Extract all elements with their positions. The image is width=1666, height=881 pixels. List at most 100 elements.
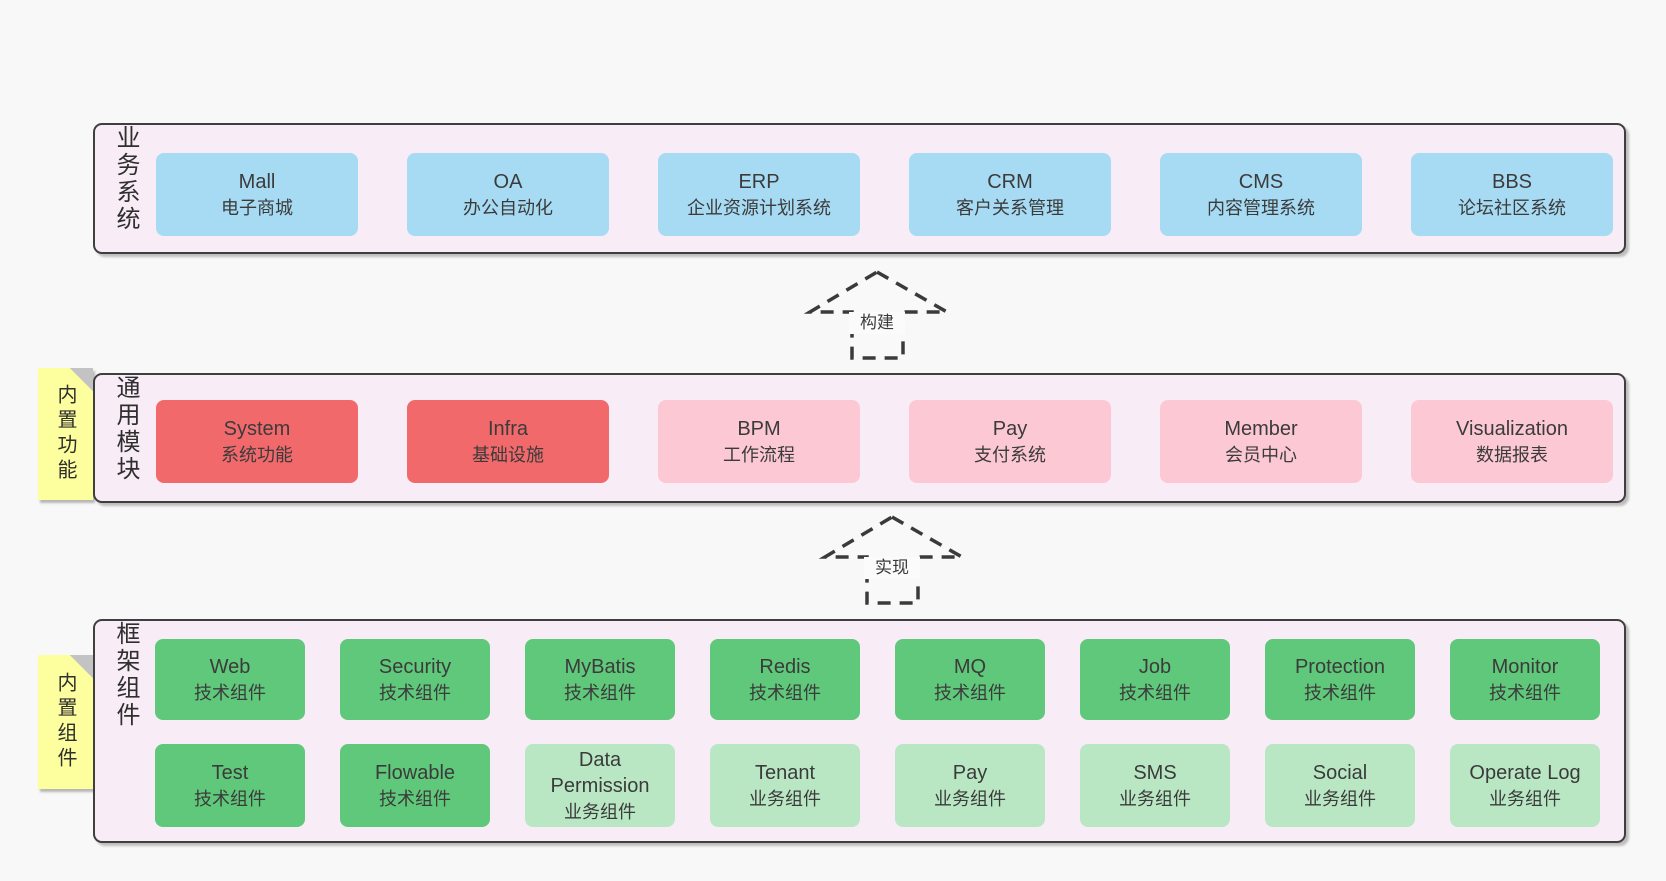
box-subtitle: 业务组件 bbox=[749, 788, 821, 809]
box-subtitle: 会员中心 bbox=[1225, 444, 1297, 465]
box-subtitle: 系统功能 bbox=[221, 444, 293, 465]
box-title: SMS bbox=[1133, 761, 1177, 784]
box-member: Member 会员中心 bbox=[1160, 400, 1362, 483]
box-title: Job bbox=[1138, 655, 1172, 678]
common-modules-row: System 系统功能 Infra 基础设施 BPM 工作流程 Pay 支付系统… bbox=[156, 400, 1613, 483]
box-subtitle: 论坛社区系统 bbox=[1458, 197, 1566, 218]
box-infra: Infra 基础设施 bbox=[407, 400, 609, 483]
box-subtitle: 支付系统 bbox=[974, 444, 1046, 465]
box-cms: CMS 内容管理系统 bbox=[1160, 153, 1362, 236]
box-monitor: Monitor 技术组件 bbox=[1450, 639, 1600, 720]
box-subtitle: 技术组件 bbox=[1119, 682, 1191, 703]
box-title: Visualization bbox=[1456, 417, 1568, 440]
sticky-note-label: 内置功能 bbox=[54, 384, 76, 484]
box-title: Pay bbox=[992, 417, 1028, 440]
box-subtitle: 电子商城 bbox=[221, 197, 293, 218]
box-protection: Protection 技术组件 bbox=[1265, 639, 1415, 720]
box-flowable: Flowable 技术组件 bbox=[340, 744, 490, 827]
box-title: Member bbox=[1224, 417, 1298, 440]
framework-components-row-1: Web 技术组件 Security 技术组件 MyBatis 技术组件 Redi… bbox=[155, 639, 1600, 720]
section-common-modules: 通用模块 System 系统功能 Infra 基础设施 BPM 工作流程 Pay… bbox=[93, 373, 1626, 503]
box-bpm: BPM 工作流程 bbox=[658, 400, 860, 483]
box-title: System bbox=[223, 417, 291, 440]
box-subtitle: 业务组件 bbox=[1489, 788, 1561, 809]
box-pay-component: Pay 业务组件 bbox=[895, 744, 1045, 827]
box-title: Security bbox=[378, 655, 452, 678]
sticky-note-built-in-features: 内置功能 bbox=[38, 368, 93, 500]
box-system: System 系统功能 bbox=[156, 400, 358, 483]
box-title: Web bbox=[209, 655, 251, 678]
box-subtitle: 技术组件 bbox=[194, 788, 266, 809]
box-test: Test 技术组件 bbox=[155, 744, 305, 827]
box-subtitle: 技术组件 bbox=[1304, 682, 1376, 703]
box-title: Mall bbox=[238, 170, 276, 193]
box-subtitle: 数据报表 bbox=[1476, 444, 1548, 465]
box-title: ERP bbox=[738, 170, 780, 193]
box-erp: ERP 企业资源计划系统 bbox=[658, 153, 860, 236]
box-subtitle: 业务组件 bbox=[934, 788, 1006, 809]
section-business-systems: 业务系统 Mall 电子商城 OA 办公自动化 ERP 企业资源计划系统 CRM… bbox=[93, 123, 1626, 254]
box-subtitle: 客户关系管理 bbox=[956, 197, 1064, 218]
box-title: Social bbox=[1312, 761, 1368, 784]
implement-arrow-label: 实现 bbox=[864, 557, 920, 579]
box-title: MyBatis bbox=[564, 655, 636, 678]
section-label-business-systems: 业务系统 bbox=[112, 125, 139, 233]
box-title: Protection bbox=[1294, 655, 1386, 678]
box-title: Operate Log bbox=[1469, 761, 1581, 784]
box-data-permission: Data Permission 业务组件 bbox=[525, 744, 675, 827]
box-subtitle: 内容管理系统 bbox=[1207, 197, 1315, 218]
box-mybatis: MyBatis 技术组件 bbox=[525, 639, 675, 720]
sticky-note-built-in-components: 内置组件 bbox=[38, 655, 93, 789]
build-arrow-label: 构建 bbox=[849, 312, 905, 334]
box-subtitle: 技术组件 bbox=[379, 788, 451, 809]
box-subtitle: 业务组件 bbox=[1304, 788, 1376, 809]
box-title: Redis bbox=[759, 655, 811, 678]
box-subtitle: 技术组件 bbox=[934, 682, 1006, 703]
box-oa: OA 办公自动化 bbox=[407, 153, 609, 236]
framework-components-row-2: Test 技术组件 Flowable 技术组件 Data Permission … bbox=[155, 744, 1600, 827]
box-title: CRM bbox=[987, 170, 1033, 193]
box-title: MQ bbox=[953, 655, 987, 678]
box-job: Job 技术组件 bbox=[1080, 639, 1230, 720]
box-subtitle: 技术组件 bbox=[1489, 682, 1561, 703]
box-title: BBS bbox=[1491, 170, 1533, 193]
box-title: CMS bbox=[1238, 170, 1284, 193]
box-subtitle: 业务组件 bbox=[1119, 788, 1191, 809]
section-label-common-modules: 通用模块 bbox=[112, 375, 139, 483]
box-bbs: BBS 论坛社区系统 bbox=[1411, 153, 1613, 236]
section-label-framework-components: 框架组件 bbox=[112, 621, 139, 729]
box-mall: Mall 电子商城 bbox=[156, 153, 358, 236]
box-subtitle: 基础设施 bbox=[472, 444, 544, 465]
box-title: BPM bbox=[737, 417, 781, 440]
sticky-note-label: 内置组件 bbox=[54, 672, 76, 772]
box-title: Infra bbox=[487, 417, 529, 440]
box-title: OA bbox=[493, 170, 523, 193]
box-web: Web 技术组件 bbox=[155, 639, 305, 720]
box-security: Security 技术组件 bbox=[340, 639, 490, 720]
box-operate-log: Operate Log 业务组件 bbox=[1450, 744, 1600, 827]
box-subtitle: 办公自动化 bbox=[463, 197, 553, 218]
box-subtitle: 业务组件 bbox=[564, 801, 636, 822]
box-title: Monitor bbox=[1491, 655, 1559, 678]
box-sms: SMS 业务组件 bbox=[1080, 744, 1230, 827]
box-title: Test bbox=[211, 761, 249, 784]
box-social: Social 业务组件 bbox=[1265, 744, 1415, 827]
box-subtitle: 技术组件 bbox=[194, 682, 266, 703]
box-crm: CRM 客户关系管理 bbox=[909, 153, 1111, 236]
box-title: Tenant bbox=[754, 761, 816, 784]
box-subtitle: 技术组件 bbox=[564, 682, 636, 703]
box-mq: MQ 技术组件 bbox=[895, 639, 1045, 720]
box-subtitle: 技术组件 bbox=[749, 682, 821, 703]
box-title: Data Permission bbox=[550, 748, 650, 797]
section-framework-components: 框架组件 Web 技术组件 Security 技术组件 MyBatis 技术组件… bbox=[93, 619, 1626, 843]
box-pay-system: Pay 支付系统 bbox=[909, 400, 1111, 483]
box-subtitle: 企业资源计划系统 bbox=[687, 197, 831, 218]
box-visualization: Visualization 数据报表 bbox=[1411, 400, 1613, 483]
box-subtitle: 工作流程 bbox=[723, 444, 795, 465]
box-title: Pay bbox=[952, 761, 988, 784]
business-systems-row: Mall 电子商城 OA 办公自动化 ERP 企业资源计划系统 CRM 客户关系… bbox=[156, 153, 1613, 236]
box-subtitle: 技术组件 bbox=[379, 682, 451, 703]
box-redis: Redis 技术组件 bbox=[710, 639, 860, 720]
box-title: Flowable bbox=[374, 761, 456, 784]
